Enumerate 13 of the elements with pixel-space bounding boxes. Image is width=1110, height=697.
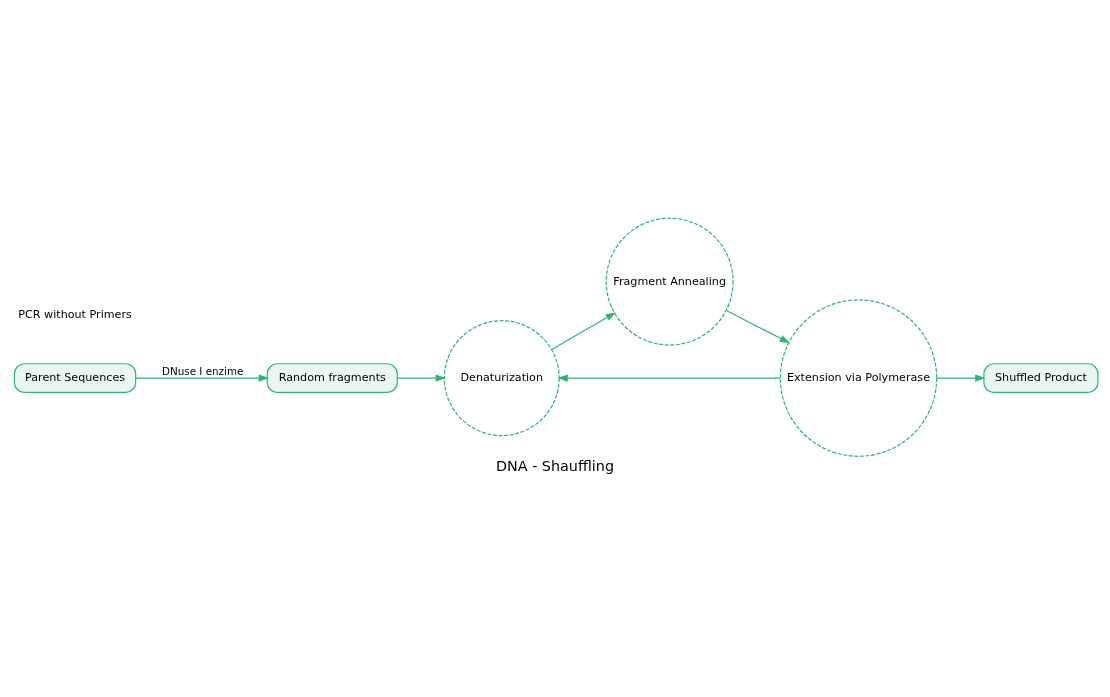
arrow <box>557 374 781 382</box>
node-box: Shuffled Product <box>983 363 1099 394</box>
edge-label: DNuse I enzime <box>161 365 244 378</box>
node-box: Parent Sequences <box>13 363 137 394</box>
arrow <box>135 374 270 382</box>
caption: DNA - Shauffling <box>495 458 615 475</box>
arrow <box>725 309 791 344</box>
label: PCR without Primers <box>18 308 132 322</box>
node-box: Random fragments <box>266 363 398 394</box>
node-circle: Denaturization <box>443 320 560 437</box>
arrow <box>936 374 986 382</box>
arrow <box>551 312 617 351</box>
arrow <box>396 374 446 382</box>
